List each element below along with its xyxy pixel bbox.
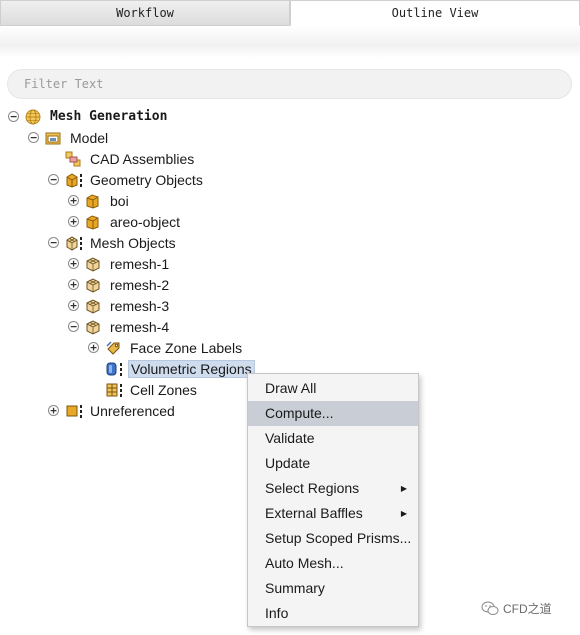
tree-label: remesh-1 — [110, 255, 170, 272]
tree-node-model[interactable]: − Model — [28, 127, 110, 148]
tree-label: Volumetric Regions — [128, 359, 255, 378]
tree-label: remesh-4 — [110, 318, 170, 335]
menu-item-select-regions[interactable]: Select Regions▶ — [248, 476, 418, 501]
tree-node-mesh-objects[interactable]: − Mesh Objects — [48, 232, 178, 253]
collapse-toggle[interactable]: − — [8, 111, 19, 122]
collapse-toggle[interactable]: − — [28, 132, 39, 143]
menu-item-compute[interactable]: Compute... — [248, 401, 418, 426]
tree-node-areo-object[interactable]: + areo-object — [68, 211, 182, 232]
volumetric-regions-icon — [105, 361, 123, 377]
tree-label: CAD Assemblies — [90, 150, 195, 167]
expand-toggle[interactable]: + — [48, 405, 59, 416]
tree-node-remesh-4[interactable]: − remesh-4 — [68, 316, 171, 337]
geometry-object-icon — [85, 214, 103, 230]
expand-toggle[interactable]: + — [68, 195, 79, 206]
tree-node-face-zone-labels[interactable]: + Face Zone Labels — [88, 337, 244, 358]
tab-bar: Workflow Outline View — [0, 0, 580, 26]
tree-label: Cell Zones — [130, 381, 197, 398]
mesh-object-icon — [85, 256, 103, 272]
tree-node-mesh-generation[interactable]: − Mesh Generation — [8, 106, 169, 127]
tree-node-remesh-1[interactable]: + remesh-1 — [68, 253, 171, 274]
collapse-toggle[interactable]: − — [48, 237, 59, 248]
tree-label: remesh-3 — [110, 297, 170, 314]
unreferenced-icon — [65, 403, 83, 419]
tree-label: boi — [110, 192, 129, 209]
filter-text-input[interactable] — [7, 69, 572, 99]
mesh-objects-icon — [65, 235, 83, 251]
tag-icon — [105, 340, 123, 356]
mesh-object-icon — [85, 277, 103, 293]
cad-assemblies-icon — [65, 151, 83, 167]
globe-icon — [25, 109, 43, 125]
tree-node-unreferenced[interactable]: + Unreferenced — [48, 400, 177, 421]
watermark: CFD之道 — [481, 600, 552, 617]
tree-node-boi[interactable]: + boi — [68, 190, 131, 211]
tree-label: Unreferenced — [90, 402, 175, 419]
collapse-toggle[interactable]: − — [48, 174, 59, 185]
geometry-object-icon — [85, 193, 103, 209]
menu-item-draw-all[interactable]: Draw All — [265, 380, 317, 396]
tree-node-remesh-3[interactable]: + remesh-3 — [68, 295, 171, 316]
expand-toggle[interactable]: + — [88, 342, 99, 353]
menu-item-external-baffles[interactable]: External Baffles▶ — [248, 501, 418, 526]
expand-toggle[interactable]: + — [68, 279, 79, 290]
tree-label: areo-object — [110, 213, 181, 230]
context-menu: Draw All Compute... Validate Update Sele… — [247, 373, 419, 627]
watermark-text: CFD之道 — [503, 602, 552, 616]
menu-item-setup-scoped-prisms[interactable]: Setup Scoped Prisms... — [265, 530, 412, 546]
geometry-objects-icon — [65, 172, 83, 188]
tree-node-remesh-2[interactable]: + remesh-2 — [68, 274, 171, 295]
mesh-object-icon — [85, 319, 103, 335]
expand-toggle[interactable]: + — [68, 258, 79, 269]
submenu-arrow-icon: ▶ — [400, 484, 407, 493]
wechat-icon — [481, 601, 499, 615]
tab-workflow[interactable]: Workflow — [0, 0, 290, 26]
tree-node-geometry-objects[interactable]: − Geometry Objects — [48, 169, 205, 190]
tree-node-cell-zones[interactable]: Cell Zones — [105, 379, 199, 400]
tree-label: remesh-2 — [110, 276, 170, 293]
menu-item-update[interactable]: Update — [265, 455, 311, 471]
tree-node-volumetric-regions[interactable]: Volumetric Regions — [105, 358, 255, 379]
menu-item-validate[interactable]: Validate — [265, 430, 315, 446]
tab-outline-view[interactable]: Outline View — [290, 0, 580, 26]
expand-toggle[interactable]: + — [68, 300, 79, 311]
menu-item-info[interactable]: Info — [265, 605, 289, 621]
model-icon — [45, 130, 63, 146]
menu-item-summary[interactable]: Summary — [265, 580, 325, 596]
tree-label: Mesh Objects — [90, 234, 176, 251]
expand-toggle[interactable]: + — [68, 216, 79, 227]
menu-item-auto-mesh[interactable]: Auto Mesh... — [265, 555, 344, 571]
tree-label: Face Zone Labels — [130, 339, 243, 356]
submenu-arrow-icon: ▶ — [400, 509, 407, 518]
tree-label: Mesh Generation — [50, 109, 168, 124]
cell-zones-icon — [105, 382, 123, 398]
tree-label: Model — [70, 129, 109, 146]
toolbar-band — [0, 26, 580, 58]
tree-node-cad-assemblies[interactable]: CAD Assemblies — [48, 148, 196, 169]
collapse-toggle[interactable]: − — [68, 321, 79, 332]
tree-label: Geometry Objects — [90, 171, 203, 188]
mesh-object-icon — [85, 298, 103, 314]
